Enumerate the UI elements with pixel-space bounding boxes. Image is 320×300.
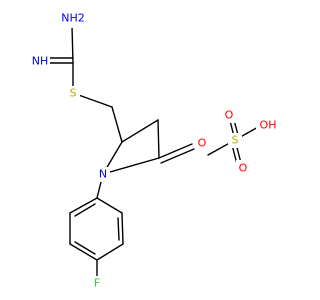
- atom-label-fluorine: F: [94, 277, 100, 290]
- atom-label-thioether-s: S: [70, 87, 77, 100]
- atom-label-nh2: NH2: [61, 12, 85, 25]
- bond-ph-4: [69, 243, 98, 261]
- bond-c-nh2: [71, 25, 74, 64]
- atom-label-carbonyl-o: O: [198, 137, 207, 150]
- bond-c2-o-b: [160, 148, 195, 164]
- bond-ch2-c4: [111, 106, 123, 143]
- bond-ph-2: [121, 212, 124, 245]
- bond-ph-inner-3: [74, 203, 96, 217]
- bond-ph-inner-1: [117, 217, 120, 241]
- bond-ph-3: [96, 243, 124, 261]
- atom-label-sulfonyl-s: S: [232, 134, 239, 147]
- bond-c2-o-a: [158, 143, 193, 159]
- bond-c4-c3: [121, 119, 159, 143]
- atom-label-nh: NH: [32, 55, 49, 68]
- molecule-1: NH2 NH S N O F: [30, 12, 209, 291]
- bond-c3-c2: [157, 119, 160, 159]
- atom-label-hydroxyl: OH: [260, 119, 277, 132]
- chemical-structure-diagram: NH2 NH S N O F S O O OH: [30, 11, 280, 291]
- bond-c2-n: [102, 157, 160, 175]
- atom-label-ring-n: N: [99, 168, 107, 181]
- bond-ph-1: [96, 197, 123, 214]
- atom-label-o-upper: O: [225, 109, 234, 122]
- bond-ph-inner-2: [74, 241, 96, 255]
- bond-ph-6: [69, 197, 98, 214]
- molecule-2: S O O OH: [207, 108, 280, 175]
- atom-label-o-lower: O: [239, 162, 248, 175]
